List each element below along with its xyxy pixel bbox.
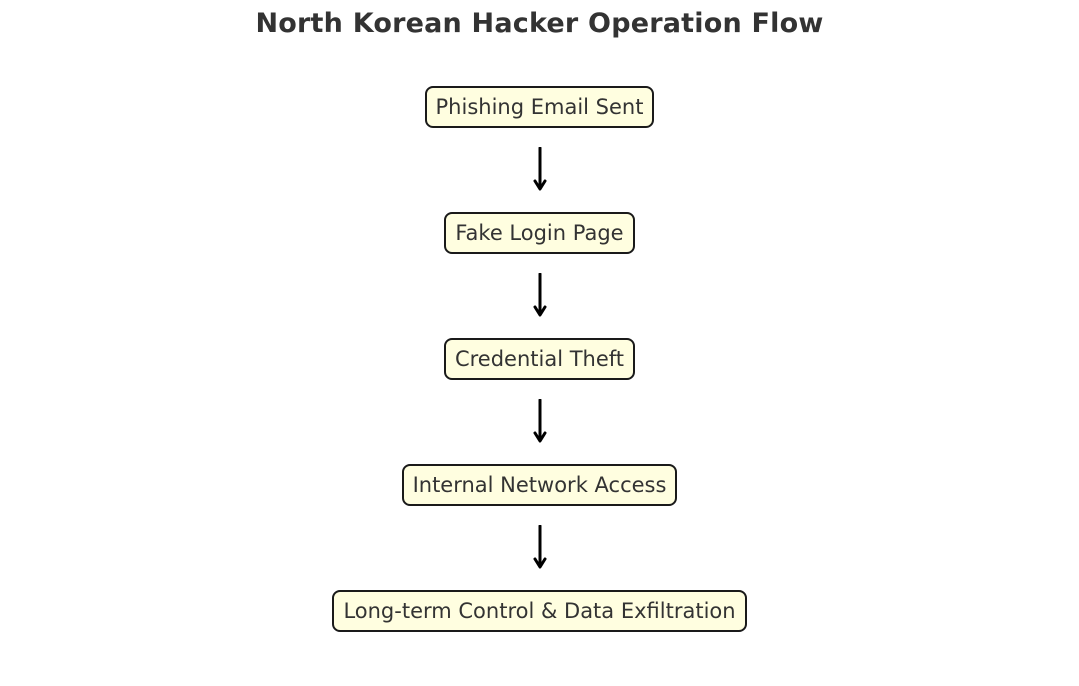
arrow-down-icon [532, 128, 548, 212]
step-phishing-email: Phishing Email Sent [424, 86, 655, 128]
arrow-down-icon [532, 380, 548, 464]
step-credential-theft: Credential Theft [443, 338, 636, 380]
flow-diagram: Phishing Email Sent Fake Login Page Cred… [0, 86, 1079, 632]
step-fake-login-page: Fake Login Page [444, 212, 635, 254]
step-long-term-control: Long-term Control & Data Exfiltration [332, 590, 747, 632]
arrow-down-icon [532, 254, 548, 338]
diagram-title: North Korean Hacker Operation Flow [255, 8, 824, 39]
arrow-down-icon [532, 506, 548, 590]
step-internal-network-access: Internal Network Access [401, 464, 678, 506]
